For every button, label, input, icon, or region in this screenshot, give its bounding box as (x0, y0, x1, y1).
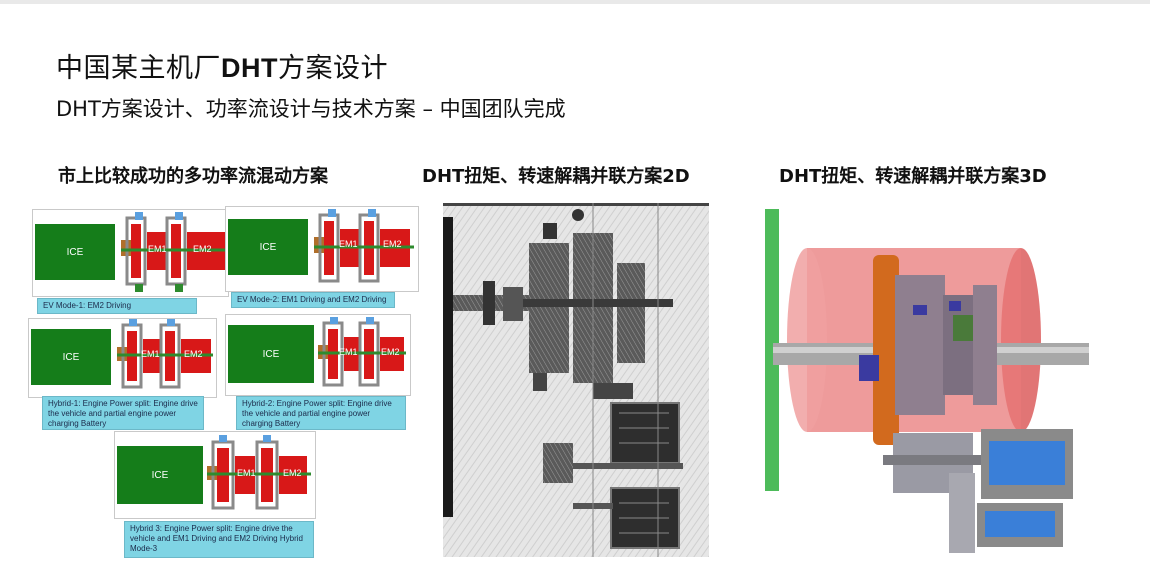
title-part-bold: DHT (221, 53, 278, 83)
mode-diagram-ev2: ICE EM1 EM2 (225, 206, 419, 292)
mode-caption-ev2: EV Mode-2: EM1 Driving and EM2 Driving (231, 292, 395, 308)
mode-diagram-hybrid3: ICE EM1 EM2 (114, 431, 316, 519)
page-title: 中国某主机厂DHT方案设计 (56, 46, 388, 85)
gear-train-graphic (207, 435, 311, 510)
gear-train-graphic (314, 209, 414, 283)
ice-block: ICE (31, 329, 111, 385)
page-subtitle: DHT方案设计、功率流设计与技术方案 – 中国团队完成 (56, 97, 566, 121)
em2-label: EM2 (193, 244, 212, 254)
title-part-2: 方案设计 (278, 53, 388, 84)
em1-label: EM1 (237, 468, 256, 478)
em2-label: EM2 (383, 239, 402, 249)
em2-label: EM2 (184, 349, 203, 359)
mode-diagram-ev1: ICE EM1 EM2 (32, 209, 229, 297)
ice-block: ICE (35, 224, 115, 280)
left-column-title: 市上比较成功的多功率流混动方案 (58, 166, 328, 187)
mode-caption-hybrid2: Hybrid-2: Engine Power split: Engine dri… (236, 396, 406, 430)
mode-caption-hybrid1: Hybrid-1: Engine Power split: Engine dri… (42, 396, 204, 430)
em1-label: EM1 (148, 244, 167, 254)
em1-label: EM1 (339, 347, 358, 357)
ice-block: ICE (228, 325, 314, 383)
ice-block: ICE (117, 446, 203, 504)
top-divider (0, 0, 1150, 4)
gear-train-graphic (318, 317, 406, 387)
ice-block: ICE (228, 219, 308, 275)
gear-train-graphic (117, 319, 213, 389)
mode-diagram-hybrid1: ICE EM1 EM2 (28, 318, 217, 398)
gear-train-graphic (121, 212, 228, 292)
em1-label: EM1 (141, 349, 160, 359)
em2-label: EM2 (381, 347, 400, 357)
em2-label: EM2 (283, 468, 302, 478)
mode-caption-hybrid3: Hybrid 3: Engine Power split: Engine dri… (124, 521, 314, 558)
dht-3d-rendering (765, 209, 1089, 553)
em1-label: EM1 (339, 239, 358, 249)
right-column-title: DHT扭矩、转速解耦并联方案3D (779, 166, 1047, 187)
mode-diagram-hybrid2: ICE EM1 EM2 (225, 314, 411, 396)
dht-2d-drawing (443, 203, 709, 557)
middle-column-title: DHT扭矩、转速解耦并联方案2D (422, 166, 690, 187)
mode-caption-ev1: EV Mode-1: EM2 Driving (37, 298, 197, 314)
title-part-1: 中国某主机厂 (56, 53, 221, 84)
